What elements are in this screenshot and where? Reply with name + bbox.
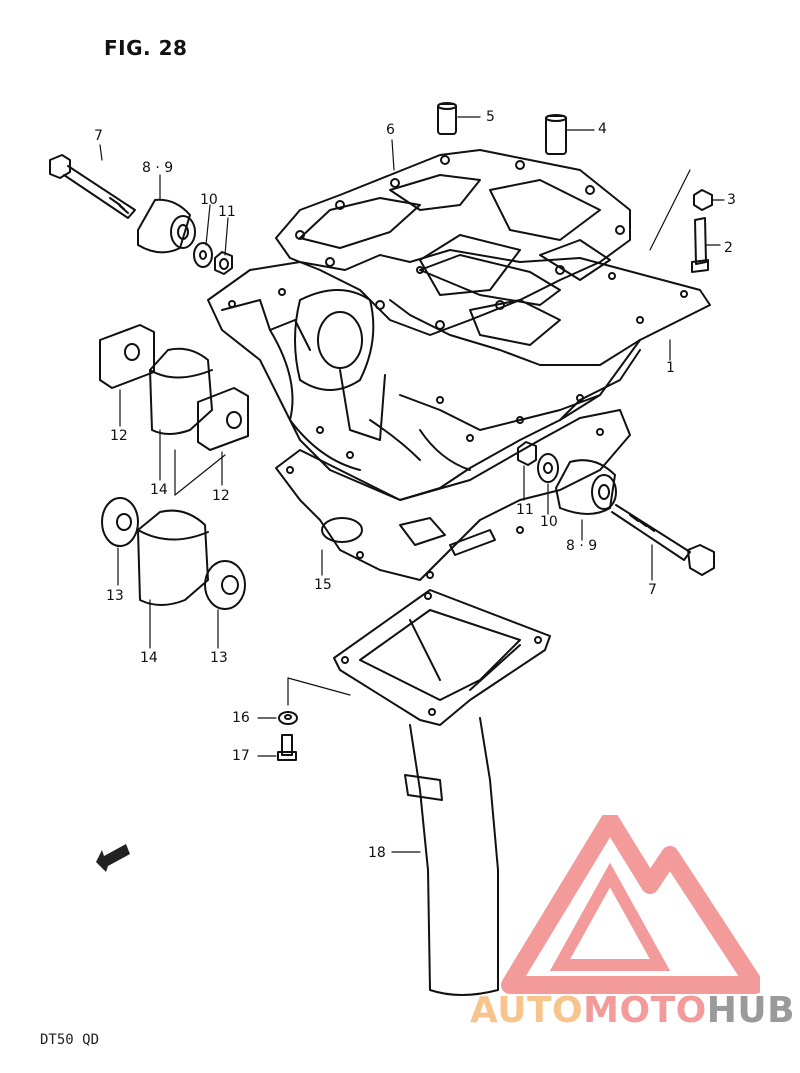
- nut-11-upper: [214, 251, 233, 275]
- driveshaft-housing: [333, 589, 551, 996]
- callout-11-lower: 11: [516, 502, 534, 518]
- bolt-17: [277, 734, 297, 761]
- callout-3: 3: [727, 192, 736, 208]
- callout-16: 16: [232, 710, 250, 726]
- callout-5: 5: [486, 109, 495, 125]
- bolt-2: [691, 217, 709, 273]
- brand-logo-icon: [501, 815, 760, 994]
- brand-watermark: AUTOMOTOHUB: [470, 990, 796, 1031]
- callout-13-left: 13: [106, 588, 124, 604]
- mount-rubber-upper: [137, 198, 196, 254]
- callout-8-9-lower: 8 · 9: [566, 538, 598, 554]
- callout-7-upper: 7: [94, 128, 103, 144]
- callout-15: 15: [314, 577, 332, 593]
- callout-10-lower: 10: [540, 514, 558, 530]
- callout-2: 2: [724, 240, 733, 256]
- washer-13-left: [101, 497, 139, 547]
- callout-14-upper: 14: [150, 482, 168, 498]
- upper-gasket: [275, 149, 631, 336]
- nut-3: [693, 189, 713, 211]
- callout-18: 18: [368, 845, 386, 861]
- figure-title: FIG. 28: [104, 36, 188, 60]
- mount-rubber-lower: [555, 459, 617, 515]
- rubber-14-upper: [149, 347, 213, 435]
- lower-gasket-plate: [275, 409, 631, 581]
- callout-1: 1: [666, 360, 675, 376]
- engine-holder-casting: [207, 249, 711, 501]
- callout-4: 4: [598, 121, 607, 137]
- callout-7-lower: 7: [648, 582, 657, 598]
- dowel-pin-5: [437, 102, 457, 135]
- rubber-14-lower: [137, 509, 209, 606]
- callout-12-lower: 12: [212, 488, 230, 504]
- washer-16: [278, 711, 298, 725]
- model-code: DT50 QD: [40, 1032, 100, 1048]
- forward-arrow-icon: [96, 844, 130, 872]
- callout-leaders: [99, 116, 725, 853]
- callout-17: 17: [232, 748, 250, 764]
- bolt-lower-right: [611, 504, 715, 576]
- callout-10-upper: 10: [200, 192, 218, 208]
- washer-13-right: [204, 560, 246, 610]
- callout-6: 6: [386, 122, 395, 138]
- washer-10-upper: [193, 242, 213, 268]
- dowel-pin-4: [545, 114, 567, 155]
- callout-8-9-upper: 8 · 9: [142, 160, 174, 176]
- callout-12-upper: 12: [110, 428, 128, 444]
- stopper-12-upper: [99, 324, 155, 389]
- washer-10-lower: [537, 453, 559, 483]
- callout-14-lower: 14: [140, 650, 158, 666]
- bolt-upper-left: [49, 154, 136, 219]
- stopper-12-lower: [197, 387, 249, 451]
- nut-11-lower: [517, 441, 537, 466]
- callout-11-upper: 11: [218, 204, 236, 220]
- callout-13-right: 13: [210, 650, 228, 666]
